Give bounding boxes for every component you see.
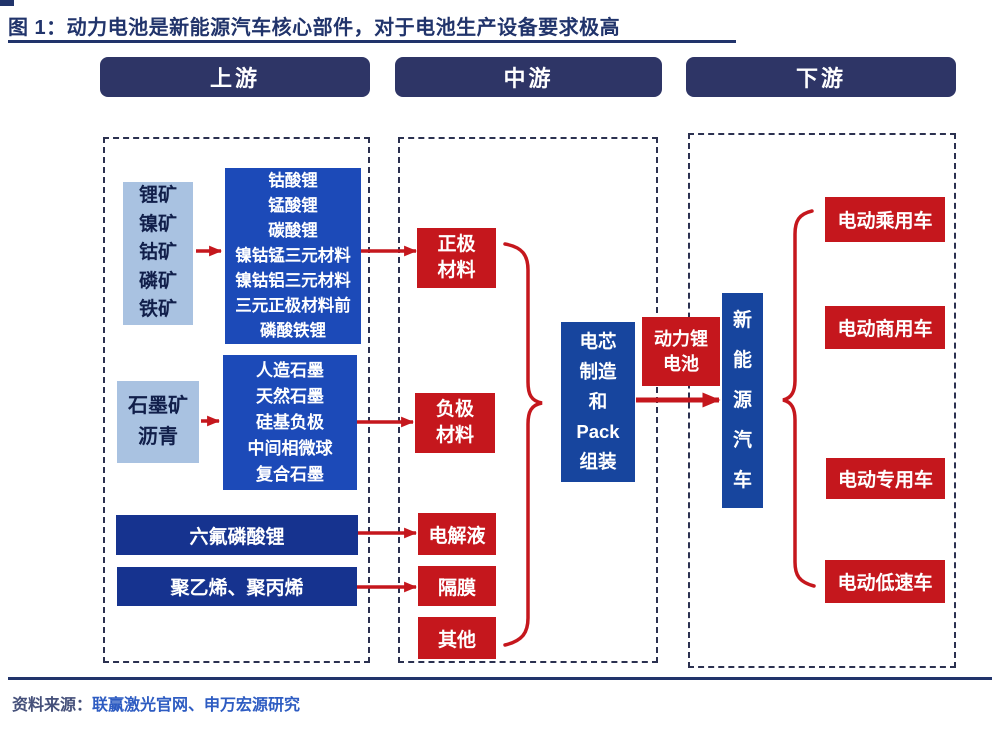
cell-and-pack-box: 电芯 制造 和 Pack 组装 — [561, 322, 635, 482]
anode-materials-box: 人造石墨 天然石墨 硅基负极 中间相微球 复合石墨 — [223, 355, 357, 490]
mines-box: 锂矿 镍矿 钴矿 磷矿 铁矿 — [123, 182, 193, 325]
power-lithium-battery-box: 动力锂 电池 — [642, 317, 720, 386]
other-box: 其他 — [418, 617, 496, 659]
page-corner-mark — [0, 0, 14, 6]
cathode-box: 正极 材料 — [417, 228, 496, 288]
vehicle-commercial-box: 电动商用车 — [825, 306, 945, 349]
header-upstream: 上游 — [100, 57, 370, 97]
separator-box: 隔膜 — [418, 566, 496, 606]
title-underline — [8, 40, 736, 43]
graphite-sources-box: 石墨矿 沥青 — [117, 381, 199, 463]
header-midstream: 中游 — [395, 57, 662, 97]
anode-box: 负极 材料 — [415, 393, 495, 453]
figure-title: 图 1：动力电池是新能源汽车核心部件，对于电池生产设备要求极高 — [8, 17, 621, 39]
footer-rule — [8, 677, 992, 680]
source-line: 资料来源：联赢激光官网、申万宏源研究 — [12, 691, 300, 715]
vehicle-low-speed-box: 电动低速车 — [825, 560, 945, 603]
source-institutions: 联赢激光官网、申万宏源研究 — [92, 697, 301, 714]
new-energy-vehicle-box: 新 能 源 汽 车 — [722, 293, 763, 508]
separator-polymers-box: 聚乙烯、聚丙烯 — [117, 567, 357, 606]
source-prefix: 资料来源： — [12, 697, 93, 714]
upstream-container — [103, 137, 370, 663]
vehicle-passenger-box: 电动乘用车 — [825, 197, 945, 242]
header-downstream: 下游 — [686, 57, 956, 97]
vehicle-special-box: 电动专用车 — [826, 458, 945, 499]
electrolyte-box: 电解液 — [418, 513, 496, 555]
cathode-materials-box: 钴酸锂 锰酸锂 碳酸锂 镍钴锰三元材料 镍钴铝三元材料 三元正极材料前 磷酸铁锂 — [225, 168, 361, 344]
electrolyte-salt-box: 六氟磷酸锂 — [116, 515, 358, 555]
